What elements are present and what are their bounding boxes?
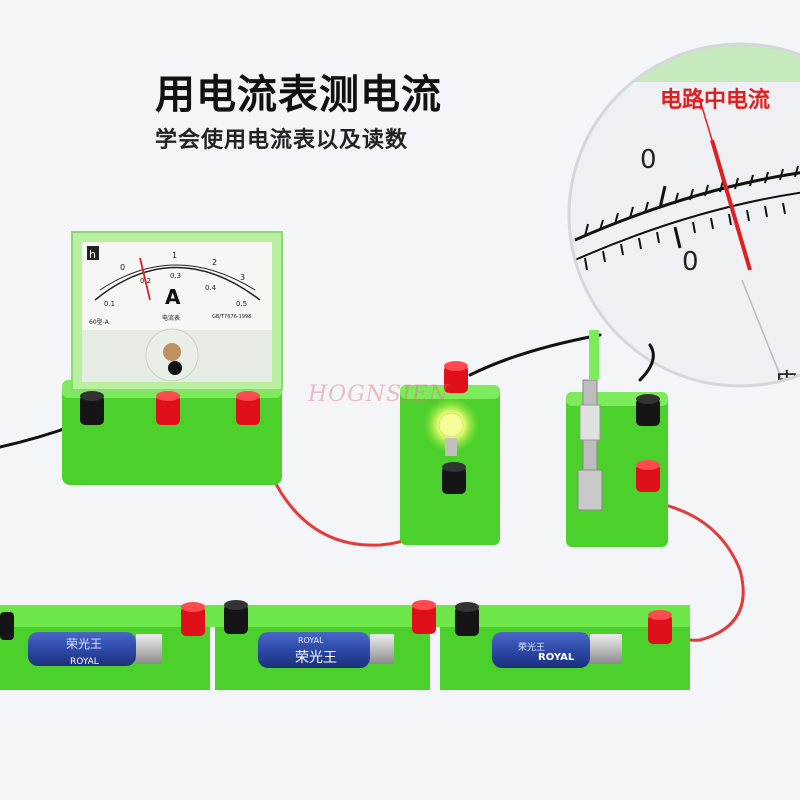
- page-title: 用电流表测电流: [155, 72, 442, 118]
- switch-terminal-red: [636, 460, 660, 492]
- ammeter-top-scale-2: 2: [212, 258, 217, 267]
- battery-pack: 荣光王 ROYAL 荣光王 ROYAL 荣光王 ROYAL: [0, 600, 690, 690]
- ammeter-bottom-scale-2: 0.3: [170, 272, 181, 280]
- battery-3-logo: ROYAL: [538, 652, 575, 663]
- ammeter-top-scale-0: 0: [120, 263, 125, 272]
- black-wire-switch: [638, 343, 655, 382]
- ammeter-needle: [139, 257, 151, 301]
- ammeter-name: 电流表: [162, 314, 180, 322]
- bulb-terminal-black: [442, 462, 466, 494]
- ammeter-bottom-scale-3: 0.4: [205, 284, 217, 292]
- bulb-holder: [400, 361, 500, 545]
- ammeter-top-scale-3: 3: [240, 273, 245, 282]
- bulb-terminal-red: [444, 361, 468, 393]
- ammeter-bottom-scale-0: 0.1: [104, 300, 115, 308]
- battery-2-brand: 荣光王: [295, 650, 337, 666]
- black-wire-top: [468, 333, 602, 377]
- zoom-scale-bottom-zero: 0: [682, 247, 699, 277]
- ammeter: h A 0 1 2 3 0.1 0.2 0.3 0.4 0.5 60型-A 电流…: [62, 231, 283, 485]
- battery-terminals: [0, 600, 672, 644]
- page-subtitle: 学会使用电流表以及读数: [155, 128, 409, 153]
- switch-holder: [566, 330, 668, 547]
- ammeter-unit: A: [165, 285, 181, 309]
- ammeter-terminal-red-1: [156, 391, 180, 425]
- zoom-label: 电路中电流: [660, 88, 771, 113]
- battery-3: 荣光王 ROYAL: [492, 632, 622, 668]
- watermark-text: HOGNSIEN: [308, 382, 450, 407]
- ammeter-bottom-scale-4: 0.5: [236, 300, 247, 308]
- zoom-scale-top-zero: 0: [640, 145, 657, 175]
- battery-2: 荣光王 ROYAL: [258, 632, 394, 668]
- ammeter-logo: h: [89, 248, 96, 261]
- battery-2-logo: ROYAL: [298, 636, 324, 645]
- ammeter-terminal-black: [80, 391, 104, 425]
- ammeter-standard: GB/T7676-1998: [212, 314, 251, 320]
- battery-1: 荣光王 ROYAL: [28, 632, 162, 667]
- ammeter-terminal-red-2: [236, 391, 260, 425]
- ammeter-bottom-scale-1: 0.2: [140, 277, 151, 285]
- battery-3-brand: 荣光王: [518, 641, 545, 653]
- battery-1-brand: 荣光王: [66, 637, 102, 651]
- switch-terminal-black: [636, 394, 660, 426]
- ammeter-model: 60型-A: [89, 318, 110, 326]
- battery-1-logo: ROYAL: [70, 657, 99, 667]
- ammeter-top-scale-1: 1: [172, 251, 177, 260]
